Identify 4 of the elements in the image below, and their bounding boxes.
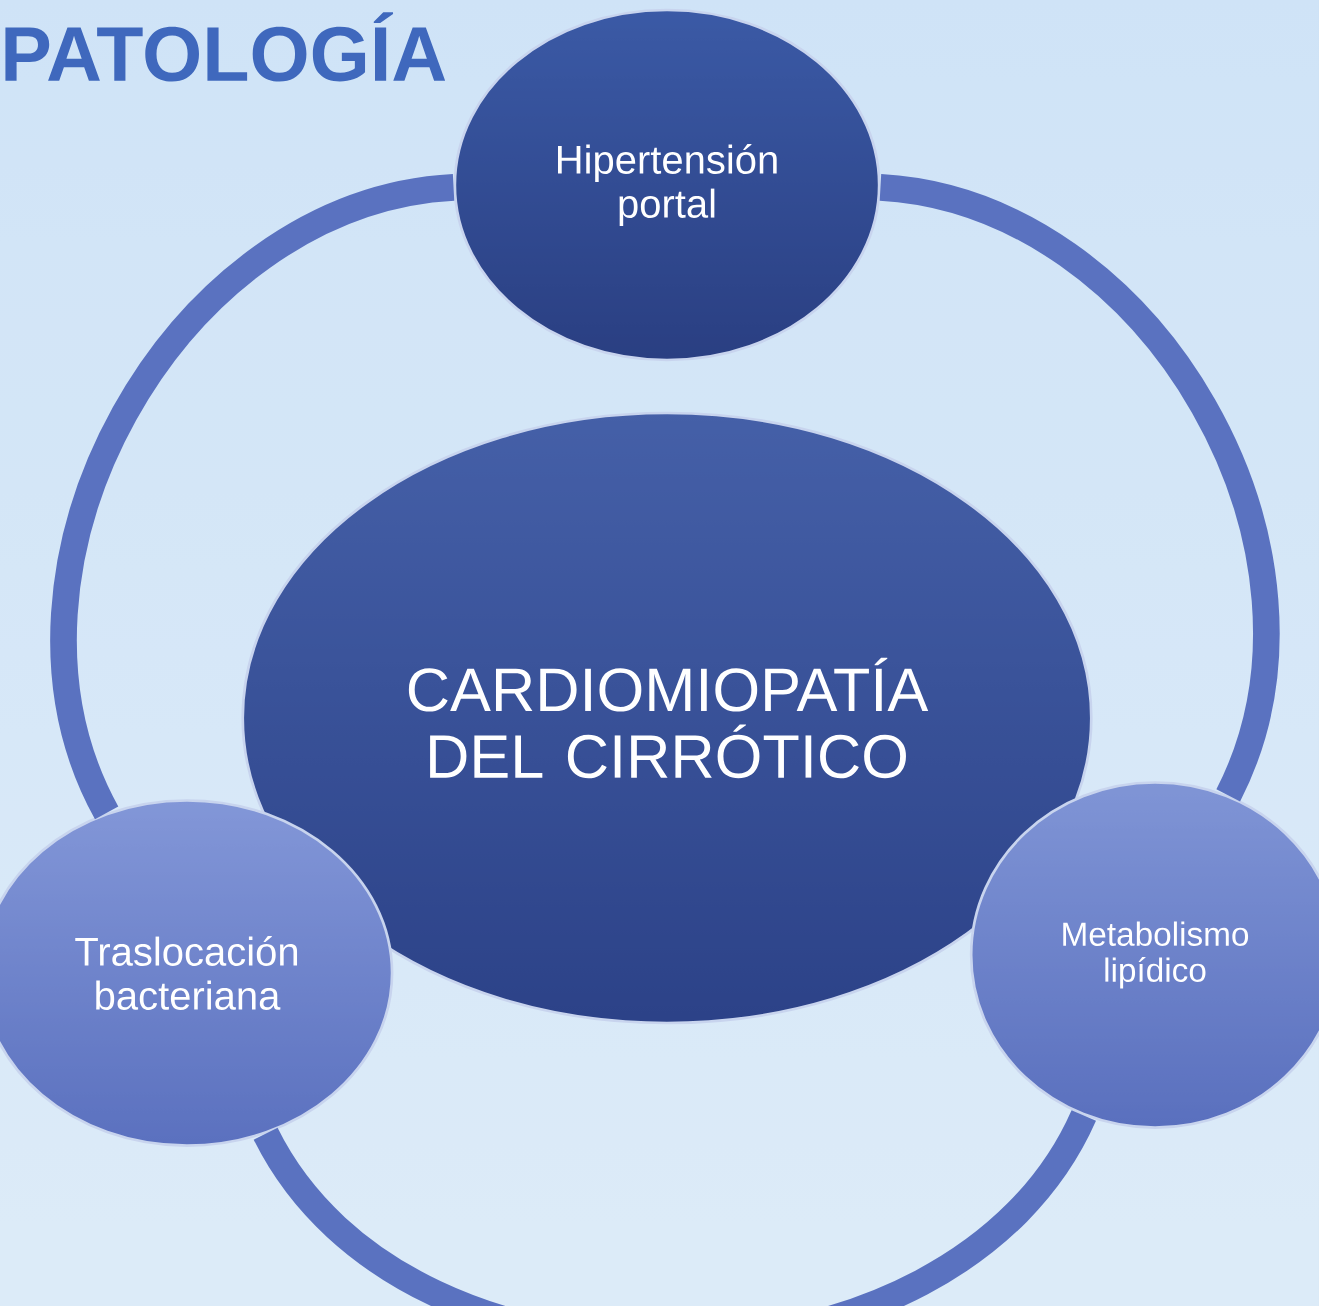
title: PATOLOGÍA bbox=[5, 12, 446, 82]
ring-arc bbox=[254, 1108, 1096, 1306]
ring-arc bbox=[51, 174, 456, 819]
ring-arc bbox=[878, 174, 1279, 801]
